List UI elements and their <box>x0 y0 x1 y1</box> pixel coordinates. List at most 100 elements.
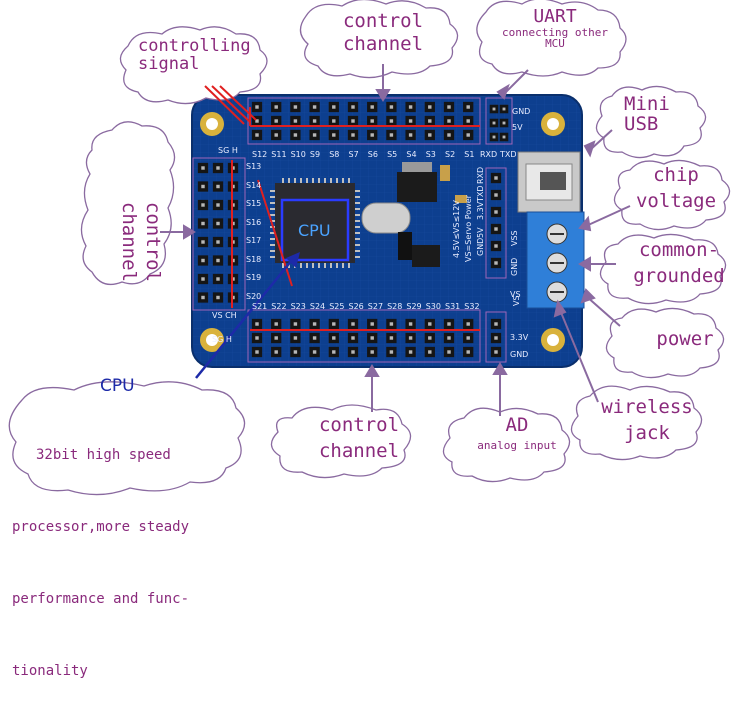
header-pin <box>271 129 282 141</box>
cpu-leg <box>355 208 360 210</box>
left-pin-label-s13: S13 <box>246 162 262 171</box>
top-pin-label-s9: S9 <box>309 150 321 159</box>
header-pin <box>271 318 282 330</box>
wireless-pin <box>490 257 502 269</box>
header-pin <box>328 346 339 358</box>
header-pin <box>197 255 209 266</box>
label-cpu-title: CPU <box>100 376 135 396</box>
wireless-pin-label-5v: 5V <box>476 227 485 238</box>
header-pin <box>328 129 339 141</box>
cpu-leg <box>355 196 360 198</box>
header-pin <box>367 115 378 127</box>
cpu-leg <box>324 263 326 268</box>
header-pin <box>386 318 397 330</box>
cpu-leg <box>324 178 326 183</box>
wireless-pin-label-rxd: RXD <box>476 166 485 184</box>
uart-header <box>485 97 513 145</box>
small-ic <box>412 245 440 267</box>
cpu-leg <box>355 214 360 216</box>
bottom-pin-label-s23: S23 <box>290 302 306 311</box>
label-power: power <box>656 328 714 350</box>
cpu-leg <box>330 178 332 183</box>
header-pin <box>386 332 397 344</box>
cloud-wireless-jack <box>570 385 703 461</box>
header-pin <box>290 101 301 113</box>
header-pin <box>405 332 416 344</box>
header-pin <box>463 101 474 113</box>
wireless-pin <box>490 223 502 235</box>
header-pin <box>290 115 301 127</box>
header-pin <box>463 129 474 141</box>
header-pin <box>212 162 224 174</box>
header-pin <box>251 101 263 113</box>
cpu-leg <box>355 250 360 252</box>
header-pin <box>347 332 359 344</box>
header-pin <box>309 332 320 344</box>
cloud-mini-usb <box>595 85 707 159</box>
header-pin <box>347 318 359 330</box>
left-pin-label-s19: S19 <box>246 273 262 282</box>
header-pin <box>290 318 301 330</box>
top-pin-label-s2: S2 <box>445 150 456 159</box>
capacitors <box>398 165 467 260</box>
header-pin <box>212 218 224 229</box>
header-pin <box>271 115 282 127</box>
cloud-control-channel-left <box>80 121 176 286</box>
header-pin <box>347 115 359 127</box>
bottom-pin-label-s30: S30 <box>425 302 441 311</box>
header-pin <box>197 273 209 285</box>
header-pin <box>309 318 320 330</box>
header-pin <box>197 218 209 229</box>
cloud-uart <box>476 0 627 77</box>
header-pin <box>212 236 224 248</box>
cpu-leg <box>270 220 275 222</box>
cloud-controlling-signal <box>119 26 268 105</box>
label-cpu-description: 32bit high speed processor,more steady p… <box>12 447 190 679</box>
header-pin <box>463 115 474 127</box>
cloud-ad <box>442 407 571 483</box>
left-pin-label-s20: S20 <box>246 291 262 301</box>
cpu-leg <box>355 232 360 234</box>
left-pin-label-s16: S16 <box>246 217 262 227</box>
header-pin <box>405 115 416 127</box>
cloud-chip-voltage <box>613 159 731 231</box>
left-pin-label-s15: S15 <box>246 199 262 208</box>
cpu-chip: CPU <box>270 178 360 268</box>
header-pin <box>212 292 224 303</box>
header-pin <box>386 129 397 141</box>
header-pin <box>386 115 397 127</box>
wireless-pin-label-33v: 3.3V <box>476 201 485 220</box>
cpu-chip-label: CPU <box>298 221 331 240</box>
header-pin <box>347 101 359 113</box>
terminal-vs-label: VS <box>512 295 521 306</box>
cpu-leg <box>336 178 338 183</box>
header-pin <box>328 332 339 344</box>
cpu-leg <box>355 220 360 222</box>
top-pin-label-s11: S11 <box>271 150 287 159</box>
cpu-leg <box>312 178 314 183</box>
header-pin <box>290 129 301 141</box>
cpu-leg <box>342 263 344 268</box>
header-pin <box>290 346 301 358</box>
wireless-pin <box>490 189 502 201</box>
cpu-pointer-line <box>195 259 293 379</box>
cpu-leg <box>336 263 338 268</box>
left-servo-header <box>192 157 246 311</box>
cpu-leg <box>270 190 275 192</box>
header-pin <box>405 346 416 358</box>
header-pin <box>251 318 263 330</box>
header-pin <box>443 129 455 141</box>
header-pin <box>443 101 455 113</box>
label-uart: UART connecting other MCU <box>502 6 608 51</box>
wireless-pin-label-txd: TXD <box>476 185 485 202</box>
bottom-pin-label-s25: S25 <box>329 302 345 311</box>
cpu-leg <box>270 202 275 204</box>
left-pin-label-s14: S14 <box>246 180 262 190</box>
cpu-leg <box>330 263 332 268</box>
header-pin <box>424 346 435 358</box>
cpu-leg <box>355 190 360 192</box>
top-pin-label-s5: S5 <box>387 150 398 159</box>
left-pin-label-s17: S17 <box>246 236 262 245</box>
